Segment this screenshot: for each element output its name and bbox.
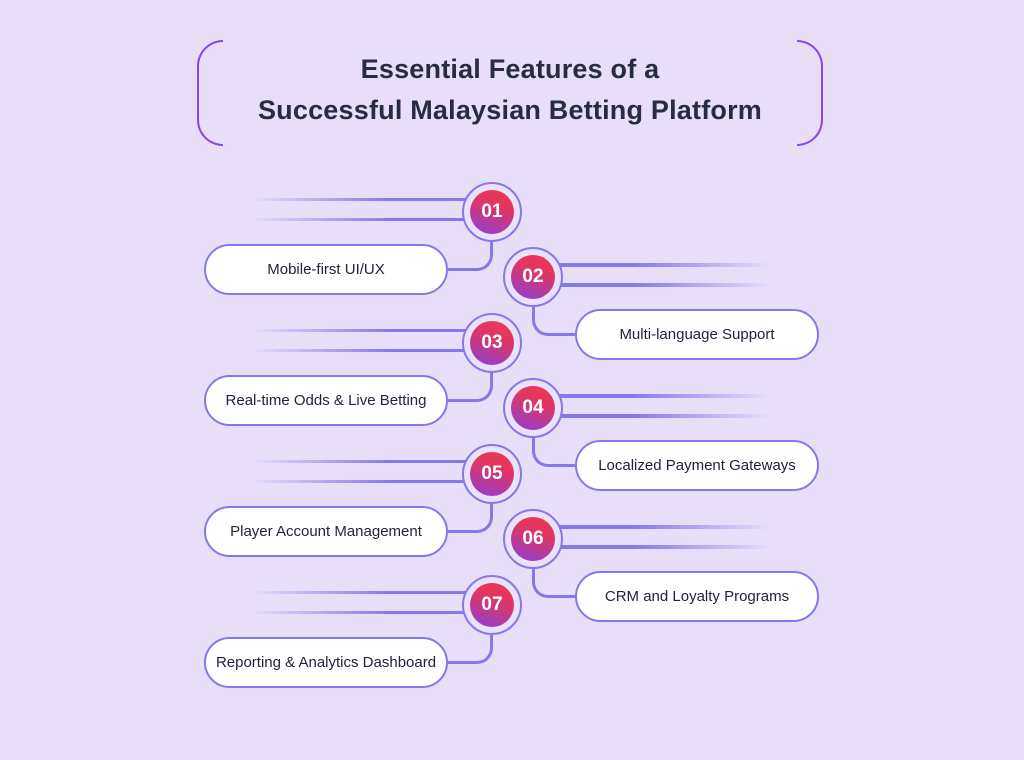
accent-line	[250, 328, 468, 332]
page-title-line2: Successful Malaysian Betting Platform	[257, 95, 763, 125]
accent-line	[556, 525, 771, 529]
accent-line	[556, 283, 771, 287]
connector-line	[532, 303, 577, 336]
feature-label-pill: Real-time Odds & Live Betting	[204, 374, 448, 426]
feature-label-pill: CRM and Loyalty Programs	[575, 571, 819, 622]
step-number-badge: 06	[511, 517, 555, 561]
step-number-badge: 04	[511, 386, 555, 430]
accent-line	[250, 217, 468, 221]
connector-line	[448, 368, 493, 402]
accent-line	[250, 610, 468, 614]
connector-line	[448, 630, 493, 664]
step-number-badge: 03	[470, 320, 514, 365]
page-title-line1: Essential Features of a	[360, 54, 660, 84]
accent-line	[250, 348, 468, 352]
feature-label-pill: Player Account Management	[204, 505, 448, 557]
step-number-badge: 01	[470, 189, 514, 234]
accent-line	[556, 414, 771, 418]
connector-line	[448, 499, 493, 533]
connector-line	[448, 237, 493, 271]
accent-line	[250, 459, 468, 463]
accent-line	[556, 263, 771, 267]
step-number-badge: 05	[470, 451, 514, 496]
feature-label-pill: Mobile-first UI/UX	[204, 243, 448, 295]
accent-line	[250, 479, 468, 483]
page-title: Essential Features of a Successful Malay…	[197, 49, 823, 131]
step-number-badge: 02	[511, 255, 555, 299]
connector-line	[532, 565, 577, 598]
accent-line	[250, 590, 468, 594]
connector-line	[532, 434, 577, 467]
title-block: Essential Features of a Successful Malay…	[197, 40, 823, 146]
step-number-badge: 07	[470, 582, 514, 627]
accent-line	[556, 545, 771, 549]
feature-label-pill: Multi-language Support	[575, 309, 819, 360]
feature-label-pill: Reporting & Analytics Dashboard	[204, 636, 448, 688]
feature-label-pill: Localized Payment Gateways	[575, 440, 819, 491]
accent-line	[556, 394, 771, 398]
accent-line	[250, 197, 468, 201]
